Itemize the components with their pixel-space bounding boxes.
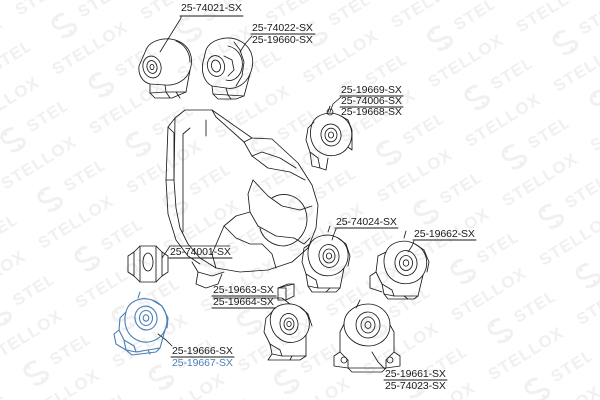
part-label-74022[interactable]: 25-74022-SX (252, 22, 313, 34)
part-label-19661[interactable]: 25-19661-SX (385, 368, 446, 380)
part-label-19663[interactable]: 25-19663-SX (213, 284, 274, 296)
part-label-19662[interactable]: 25-19662-SX (414, 228, 475, 240)
part-label-74023[interactable]: 25-74023-SX (385, 380, 446, 392)
part-label-19668[interactable]: 25-19668-SX (341, 106, 402, 118)
part-label-19664[interactable]: 25-19664-SX (213, 296, 274, 308)
part-label-19660[interactable]: 25-19660-SX (252, 34, 313, 46)
part-label-74001[interactable]: 25-74001-SX (170, 246, 231, 258)
part-label-19666[interactable]: 25-19666-SX (172, 345, 233, 357)
part-label-19667-highlighted[interactable]: 25-19667-SX (172, 357, 233, 369)
part-label-74024[interactable]: 25-74024-SX (336, 216, 397, 228)
part-label-74021[interactable]: 25-74021-SX (181, 2, 242, 14)
